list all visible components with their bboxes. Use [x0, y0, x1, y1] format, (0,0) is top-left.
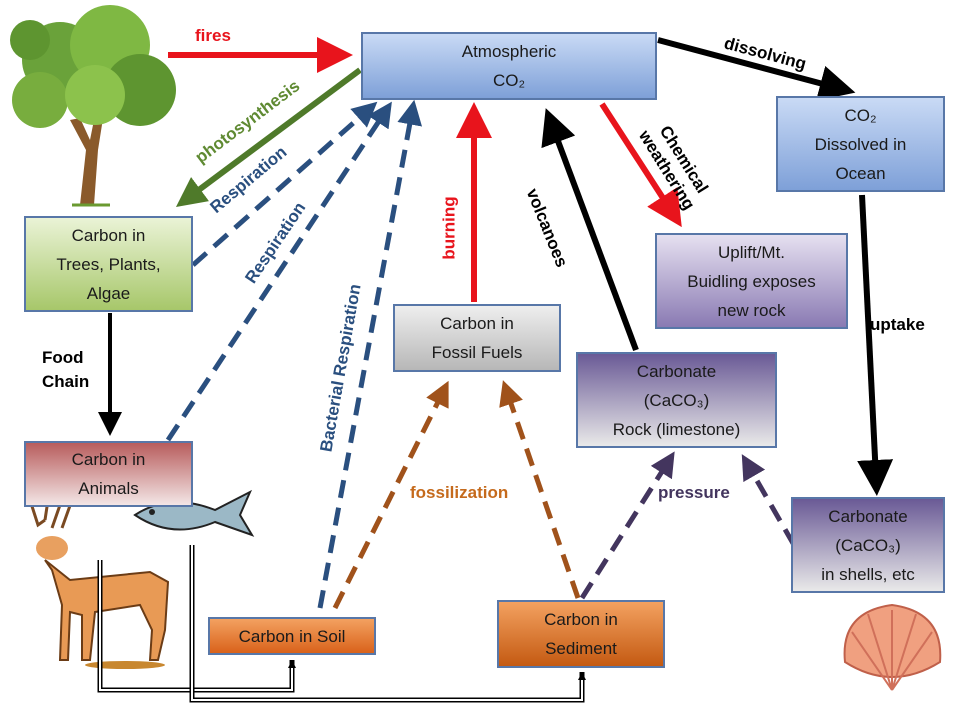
tree-icon	[10, 5, 176, 207]
fossilization-soil-arrow	[332, 380, 449, 610]
pressure-label: pressure	[658, 483, 730, 502]
dissolving-arrow	[657, 37, 856, 101]
food-chain-label: Food Chain	[42, 348, 90, 391]
pressure-sediment-arrow	[579, 451, 675, 600]
respiration-plants-arrow	[191, 101, 378, 267]
carbonate-rock-box: Carbonate (CaCO₃) Rock (limestone)	[576, 352, 777, 448]
atmospheric-co2-box: Atmospheric CO₂	[361, 32, 657, 100]
shells-box: Carbonate (CaCO₃) in shells, etc	[791, 497, 945, 593]
pressure-shells-arrow	[741, 454, 797, 547]
decay-to-soil-connector-inner	[99, 560, 296, 691]
deer-icon	[28, 499, 170, 669]
uplift-box: Uplift/Mt. Buidling exposes new rock	[655, 233, 848, 329]
sediment-box: Carbon in Sediment	[497, 600, 665, 668]
fires-label: fires	[195, 26, 231, 45]
uptake-arrow	[857, 194, 894, 496]
soil-box: Carbon in Soil	[208, 617, 376, 655]
bacterial-respiration-arrow	[317, 99, 423, 609]
photosynthesis-arrow	[175, 67, 362, 207]
volcanoes-arrow	[541, 108, 639, 352]
trees-plants-box: Carbon in Trees, Plants, Algae	[24, 216, 193, 312]
burning-label: burning	[439, 196, 459, 260]
dissolved-co2-box: CO₂ Dissolved in Ocean	[776, 96, 945, 192]
respiration-animals-arrow	[165, 101, 392, 442]
uptake-label: uptake	[870, 315, 925, 334]
chemical-weathering-arrow	[599, 102, 682, 228]
fossil-fuels-box: Carbon in Fossil Fuels	[393, 304, 561, 372]
decay-to-sediment-connector-inner	[191, 545, 586, 701]
seashell-icon	[843, 603, 942, 691]
fossilization-sediment-arrow	[499, 380, 581, 599]
animals-box: Carbon in Animals	[24, 441, 193, 507]
fossilization-label: fossilization	[410, 483, 509, 502]
